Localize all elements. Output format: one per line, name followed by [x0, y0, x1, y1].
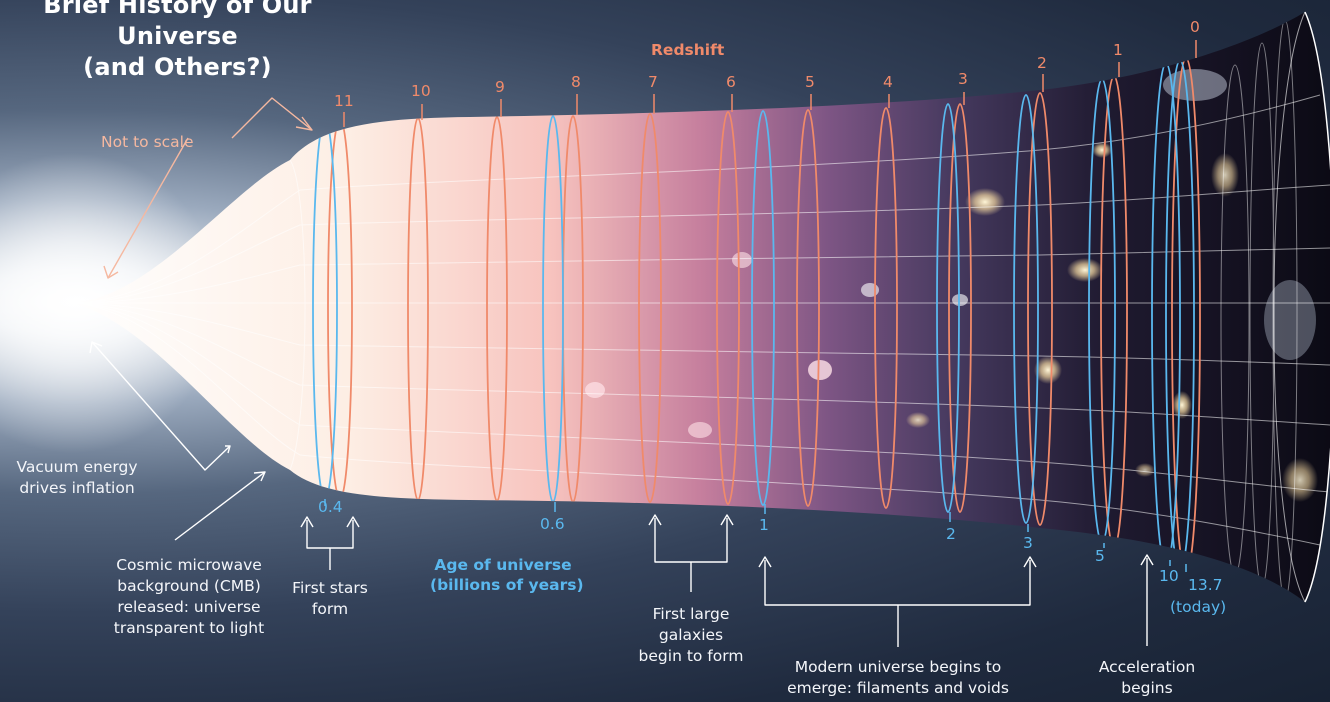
- first-stars-caption: First stars form: [280, 578, 380, 620]
- cmb-line-3: released: universe: [117, 598, 261, 616]
- title-line-1: Brief History of Our Universe: [43, 0, 312, 50]
- first-stars-line-1: First stars: [292, 579, 368, 597]
- age-label-5: 5: [1095, 547, 1105, 565]
- redshift-label-3: 3: [958, 70, 968, 88]
- age-ring-1: [751, 110, 775, 506]
- age-ticks: [324, 499, 1187, 572]
- redshift-label-11: 11: [334, 92, 354, 110]
- cmb-pointer: [174, 471, 266, 541]
- first-galaxies-caption: First large galaxies begin to form: [630, 604, 752, 667]
- universe-funnel: [70, 12, 1330, 602]
- first-galaxies-line-3: begin to form: [638, 647, 744, 665]
- redshift-ring-2: [1027, 92, 1053, 526]
- diagram-title: Brief History of Our Universe (and Other…: [0, 0, 375, 83]
- age-label-3: 3: [1023, 534, 1033, 552]
- age-ring-2: [936, 103, 960, 513]
- vacuum-line-2: drives inflation: [19, 479, 135, 497]
- modern-universe-caption: Modern universe begins to emerge: filame…: [775, 657, 1021, 699]
- redshift-label-10: 10: [411, 82, 431, 100]
- cmb-line-1: Cosmic microwave: [116, 556, 262, 574]
- acceleration-line-1: Acceleration: [1098, 658, 1196, 676]
- first-galaxies-line-2: galaxies: [658, 626, 724, 644]
- age-label-0.4: 0.4: [318, 498, 343, 516]
- acceleration-line-2: begins: [1121, 679, 1173, 697]
- age-label-10: 10: [1159, 567, 1179, 585]
- age-label-1: 1: [759, 516, 769, 534]
- cmb-caption: Cosmic microwave background (CMB) releas…: [104, 555, 274, 639]
- redshift-label-5: 5: [805, 73, 815, 91]
- redshift-label-1: 1: [1113, 41, 1123, 59]
- age-label-2: 2: [946, 525, 956, 543]
- redshift-ring-5: [796, 109, 820, 507]
- vacuum-line-1: Vacuum energy: [16, 458, 138, 476]
- first-galaxies-line-1: First large: [652, 605, 730, 623]
- vacuum-energy-caption: Vacuum energy drives inflation: [4, 457, 150, 499]
- redshift-label-7: 7: [648, 73, 658, 91]
- cmb-line-4: transparent to light: [113, 619, 265, 637]
- age-heading-line-1: Age of universe: [434, 556, 572, 574]
- first-stars-bracket: [306, 520, 354, 549]
- age-label-0.6: 0.6: [540, 515, 565, 533]
- cmb-line-2: background (CMB): [117, 577, 261, 595]
- redshift-ring-6: [716, 111, 740, 505]
- redshift-label-6: 6: [726, 73, 736, 91]
- age-label-13.7: 13.7: [1188, 576, 1223, 594]
- vacuum-pointer: [91, 341, 231, 471]
- modern-line-2: emerge: filaments and voids: [787, 679, 1009, 697]
- redshift-label-4: 4: [883, 73, 893, 91]
- title-line-2: (and Others?): [83, 53, 272, 81]
- age-ring-3: [1013, 94, 1039, 524]
- acceleration-caption: Acceleration begins: [1090, 657, 1204, 699]
- age-heading: Age of universe (billions of years): [430, 555, 584, 595]
- not-to-scale-pointers: [103, 97, 313, 279]
- first-stars-line-2: form: [311, 600, 349, 618]
- age-heading-line-2: (billions of years): [430, 576, 584, 594]
- redshift-ticks: [343, 40, 1197, 127]
- redshift-heading: Redshift: [651, 41, 725, 59]
- redshift-ring-4: [874, 107, 898, 509]
- redshift-label-9: 9: [495, 78, 505, 96]
- not-to-scale-label: Not to scale: [101, 133, 194, 151]
- redshift-ring-7: [638, 113, 662, 503]
- redshift-label-8: 8: [571, 73, 581, 91]
- first-galaxies-bracket: [654, 518, 728, 563]
- age-label-today: (today): [1170, 598, 1227, 616]
- annotation-lines: [89, 97, 1154, 647]
- modern-universe-bracket: [764, 560, 1031, 606]
- modern-line-1: Modern universe begins to: [794, 658, 1002, 676]
- funnel-mouth: [1304, 11, 1330, 603]
- redshift-label-0: 0: [1190, 18, 1200, 36]
- redshift-label-2: 2: [1037, 54, 1047, 72]
- redshift-ring-3: [948, 103, 972, 513]
